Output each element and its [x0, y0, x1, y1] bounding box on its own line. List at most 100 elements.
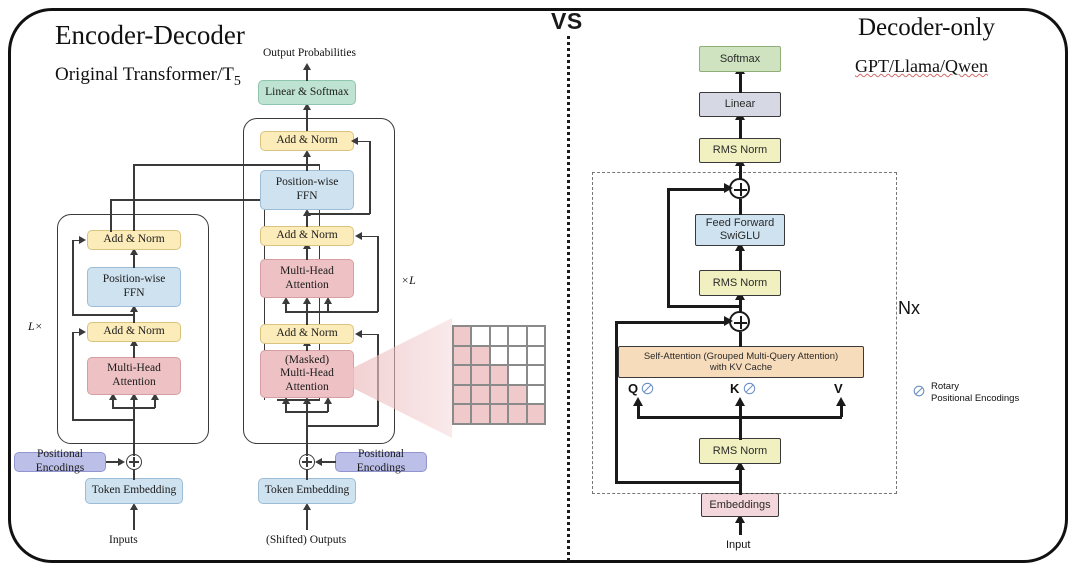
encoder-add-norm-2: Add & Norm	[87, 230, 181, 250]
decoder-residual-3-h-top	[358, 140, 370, 143]
decoder-input-arrow	[303, 503, 311, 510]
right-residual-1-v	[615, 322, 618, 484]
vs-label: VS	[551, 8, 583, 34]
rotary-icon-legend	[913, 385, 925, 397]
decoder-add-norm-2: Add & Norm	[260, 226, 354, 246]
encoder-mha-out-arrow	[130, 339, 138, 346]
mask-cell-4-1	[471, 404, 490, 424]
decoder-an1-out-line	[306, 312, 308, 325]
encoder-input-label: Inputs	[109, 534, 138, 546]
right-self-attention-block: Self-Attention (Grouped Multi-Query Atte…	[618, 346, 864, 378]
encoder-q-arrow	[109, 393, 117, 400]
mask-cell-2-0	[453, 365, 472, 385]
mask-cell-1-1	[471, 345, 490, 366]
decoder-cross-v-arrow	[324, 297, 332, 304]
rotary-legend-line2: Positional Encodings	[931, 393, 1020, 405]
encoder-pe-arrow	[118, 457, 125, 466]
encoder-emb-to-plus-line	[133, 470, 135, 480]
mask-cell-3-1	[471, 384, 490, 405]
mask-cell-3-4	[526, 384, 545, 405]
right-rms-to-ffn-line	[739, 248, 742, 271]
right-residual-1-h-top	[615, 321, 727, 324]
decoder-add-norm-1: Add & Norm	[260, 324, 354, 344]
encoder-an1-out-arrow	[130, 305, 138, 312]
right-rms-norm-final: RMS Norm	[699, 138, 781, 163]
encoder-input-arrow	[130, 503, 138, 510]
right-plus2-to-rmsfinal-line	[739, 163, 742, 179]
decoder-residual-2-h-bottom	[306, 311, 378, 313]
decoder-an2-out-line	[306, 214, 308, 227]
mask-cell-0-4	[526, 326, 545, 346]
mask-cell-1-4	[526, 345, 545, 366]
subtitle-text: Original Transformer/T	[55, 64, 234, 85]
right-residual-2-arrow	[724, 183, 733, 193]
subtitle-original-transformer: Original Transformer/T5	[55, 64, 241, 90]
decoder-residual-2-v	[377, 236, 379, 312]
right-ffn-in-arrow	[735, 242, 745, 251]
decoder-token-embedding: Token Embedding	[258, 478, 356, 504]
encoder-input-line	[133, 508, 135, 530]
decoder-cross-q-arrow	[282, 297, 290, 304]
rotary-legend-text: Rotary Positional Encodings	[931, 381, 1019, 405]
encoder-trunk-0	[133, 444, 135, 456]
right-residual-plus-2	[729, 178, 750, 199]
outer-frame	[8, 8, 1068, 563]
decoder-add-norm-3: Add & Norm	[260, 131, 354, 151]
mask-cell-2-3	[508, 365, 527, 385]
encoder-an1-out-line	[133, 310, 135, 323]
right-rms-to-linear-line	[739, 117, 742, 139]
right-residual-2-v	[667, 190, 670, 307]
decoder-trunk-0	[306, 444, 308, 456]
mask-cell-4-0	[453, 404, 472, 424]
encoder-residual-1-h-top	[72, 331, 80, 334]
encoder-q-line	[112, 398, 114, 408]
output-probabilities-label: Output Probabilities	[263, 47, 356, 59]
right-q-arrow	[633, 397, 643, 406]
decoder-masked-k-arrow	[303, 397, 311, 404]
decoder-input-line	[306, 508, 308, 530]
decoder-ffn-out-arrow	[303, 150, 311, 157]
decoder-cross-q-line	[285, 302, 287, 312]
right-attn-out-line	[739, 332, 742, 347]
right-residual-2-h-top	[667, 188, 727, 191]
rotary-icon-q	[641, 382, 654, 395]
decoder-cross-v-line	[327, 302, 329, 312]
mask-cell-0-0	[453, 326, 472, 346]
right-ffn-out-line	[739, 199, 742, 215]
decoder-masked-v-line	[327, 402, 329, 412]
qkv-label-k: K	[730, 381, 740, 396]
decoder-an2-out-arrow	[303, 209, 311, 216]
mask-cell-0-2	[489, 326, 509, 346]
decoder-positional-encodings: Positional Encodings	[335, 448, 427, 474]
right-rms-norm-pre-ffn: RMS Norm	[699, 270, 781, 296]
encoder-k-arrow	[130, 393, 138, 400]
mask-cell-3-3	[508, 384, 527, 405]
encoder-ffn-out-arrow	[130, 248, 138, 255]
encoder-positional-encodings: Positional Encodings	[14, 448, 106, 474]
decoder-input-label: (Shifted) Outputs	[266, 534, 347, 546]
encoder-residual-2-h-top	[72, 239, 80, 242]
page-title-encoder-decoder: Encoder-Decoder	[55, 20, 245, 50]
right-linear-block: Linear	[699, 92, 781, 117]
subtitle-gpt-llama-qwen: GPT/Llama/Qwen	[855, 56, 988, 77]
encoder-output-trunk	[133, 165, 135, 231]
encoder-trunk-1	[133, 408, 135, 446]
decoder-ffn-out-line	[306, 155, 308, 171]
right-q-line	[637, 404, 640, 417]
decoder-head-in-arrow	[303, 103, 311, 110]
right-embeddings-block: Embeddings	[701, 493, 779, 517]
decoder-stack-box	[243, 118, 395, 444]
right-rms-to-qkv-line	[739, 418, 742, 440]
encoder-residual-2-h-bottom	[72, 314, 133, 316]
decoder-cross-k-line	[306, 302, 308, 312]
encoder-residual-1-v	[72, 332, 74, 420]
self-attention-line1: Self-Attention (Grouped Multi-Query Atte…	[643, 350, 839, 362]
decoder-pe-arrow	[315, 457, 322, 466]
nx-dashed-region	[592, 172, 897, 494]
mask-cell-4-4	[526, 404, 545, 424]
feed-forward-line2: SwiGLU	[719, 230, 761, 242]
mask-cell-2-1	[471, 365, 490, 385]
